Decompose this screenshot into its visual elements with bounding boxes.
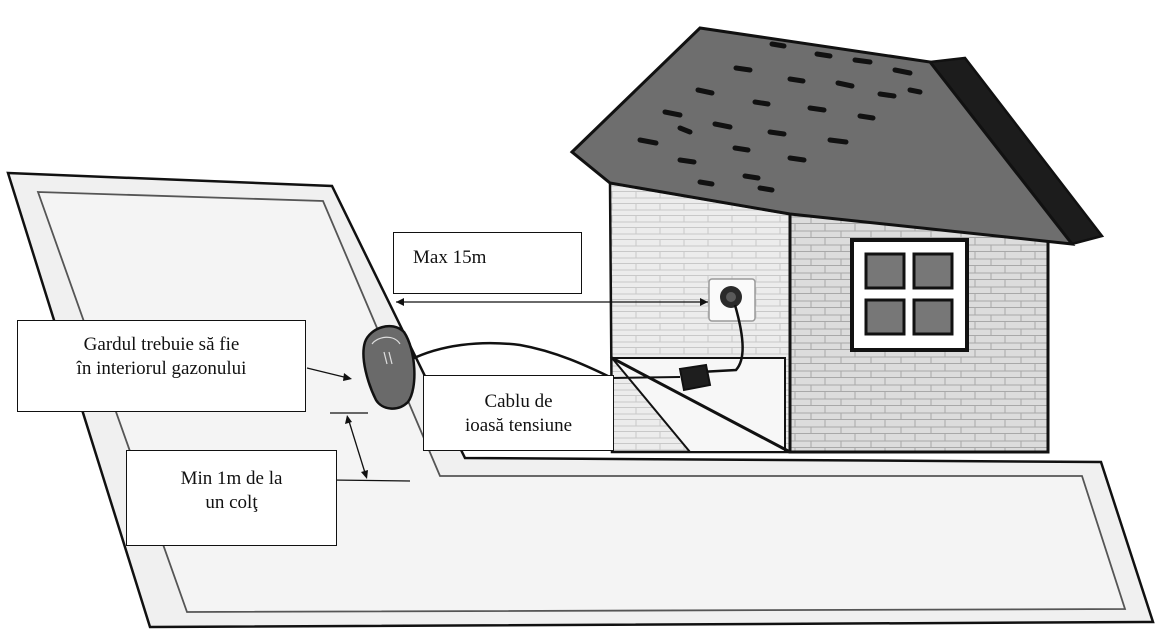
outlet-cable <box>699 304 744 374</box>
cable-label: Cablu de ioasă tensiune <box>423 375 614 451</box>
fence-placement-label: Gardul trebuie să fie în interiorul gazo… <box>17 320 306 412</box>
fence-pointer-arrow <box>306 367 352 381</box>
min-distance-label: Min 1m de la un colţ <box>126 450 337 546</box>
fence-charger-icon <box>362 324 416 410</box>
min-text-line1: Min 1m de la <box>180 468 283 489</box>
adapter-cable <box>611 376 681 379</box>
power-adapter-icon <box>678 363 712 392</box>
window-icon <box>850 238 969 352</box>
cable-text-line2: ioasă tensiune <box>464 414 573 436</box>
fence-text-line2: în interiorul gazonului <box>76 357 247 379</box>
max-distance-arrow <box>396 298 708 306</box>
low-voltage-cable <box>409 341 613 380</box>
max-distance-text: Max 15m <box>413 247 487 268</box>
cable-text-line1: Cablu de <box>484 391 553 412</box>
min-text-line2: un colţ <box>205 491 258 513</box>
min-distance-marker <box>329 412 411 482</box>
fence-text-line1: Gardul trebuie să fie <box>83 334 240 355</box>
max-distance-label: Max 15m <box>393 232 582 294</box>
house-icon <box>569 26 1105 454</box>
power-outlet-icon <box>708 278 756 322</box>
